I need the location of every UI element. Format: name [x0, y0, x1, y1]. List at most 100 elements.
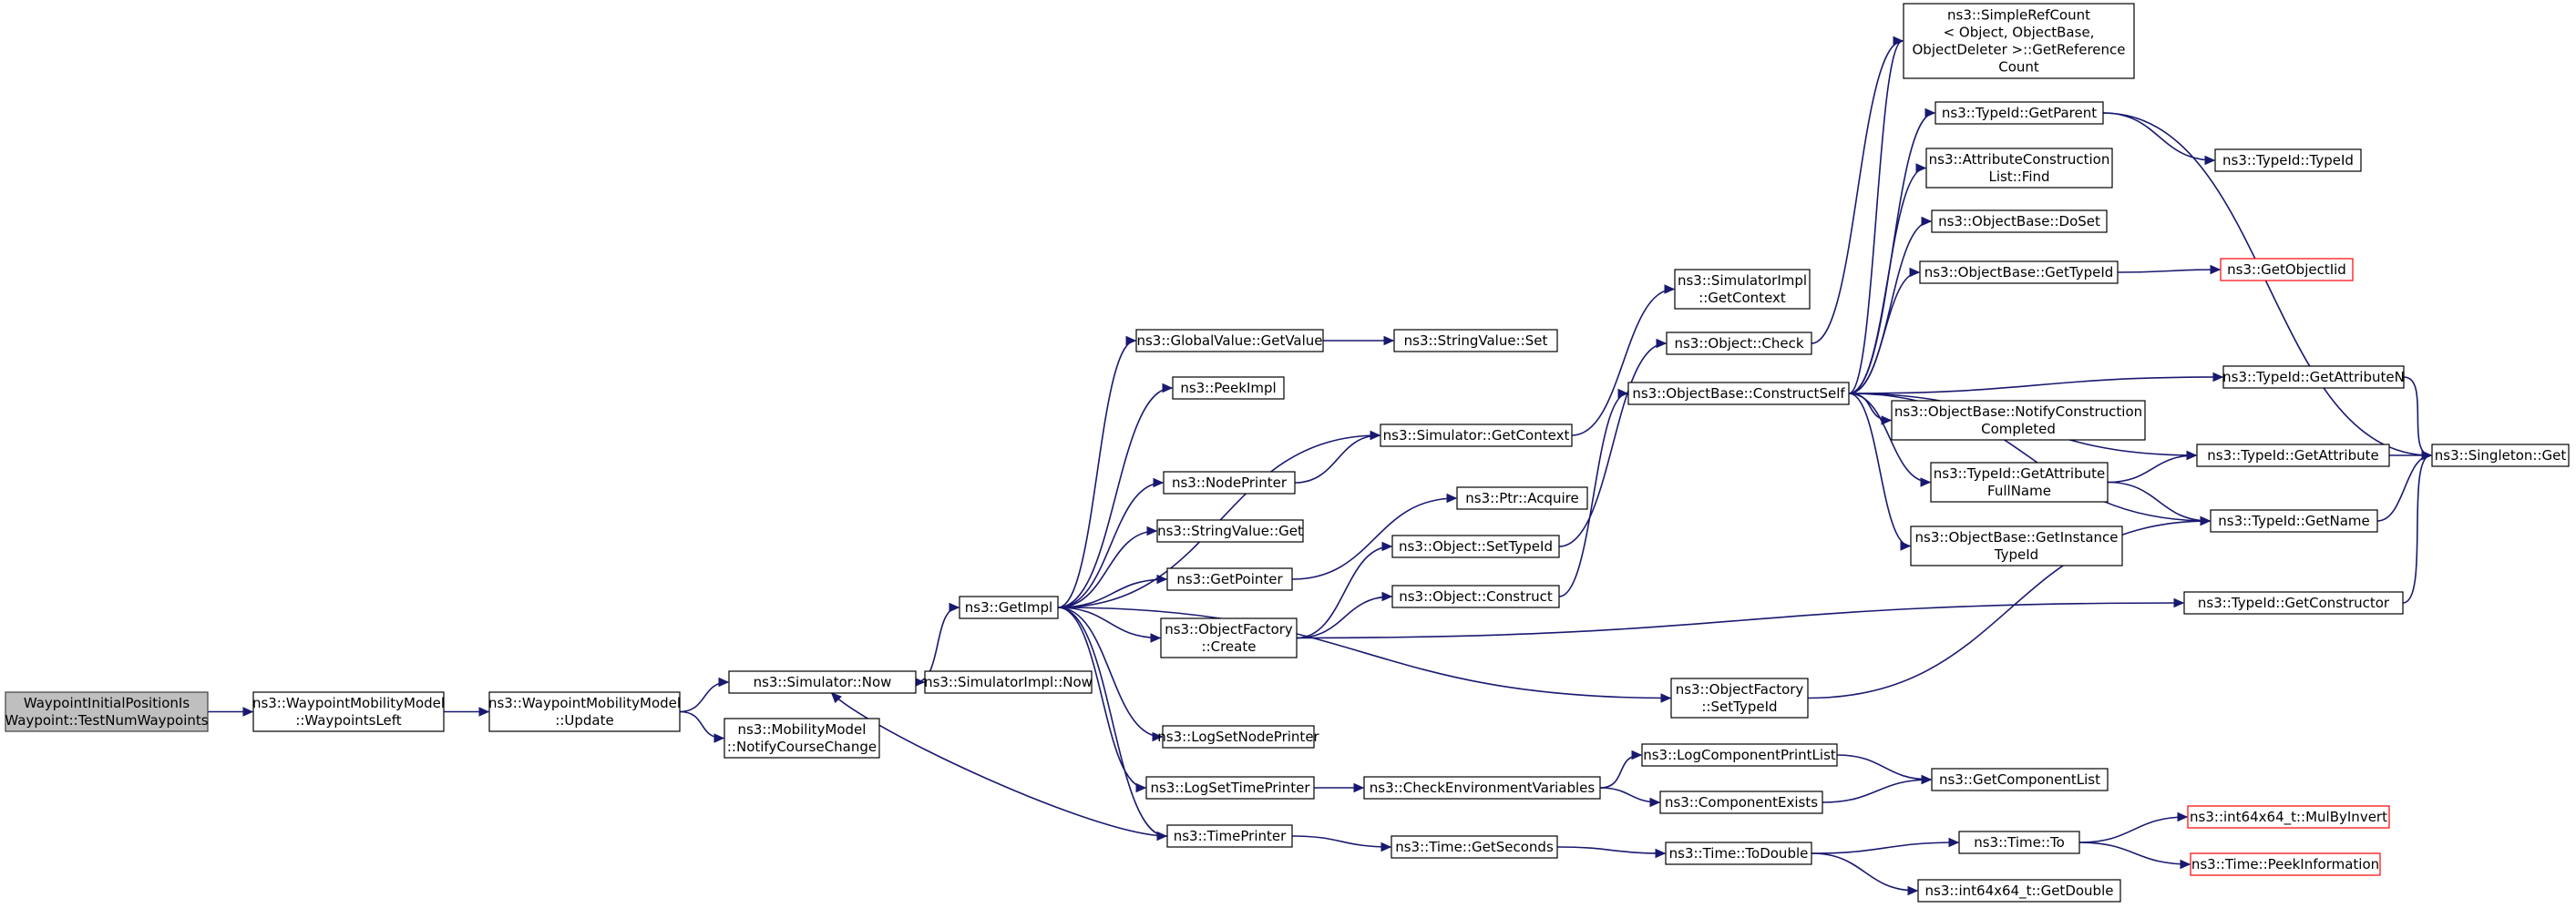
graph-node-simimpl-getctx[interactable]: ns3::SimulatorImpl::GetContext	[1674, 269, 1811, 310]
arrowhead	[1920, 477, 1932, 487]
node-box	[1166, 567, 1293, 591]
node-label: ns3::StringValue::Set	[1404, 332, 1548, 349]
graph-node-of-settypeid[interactable]: ns3::ObjectFactory::SetTypeId	[1670, 678, 1809, 719]
graph-node-mulbyinvert[interactable]: ns3::int64x64_t::MulByInvert	[2187, 805, 2390, 829]
graph-node-sim-now[interactable]: ns3::Simulator::Now	[728, 670, 917, 694]
node-box	[1363, 776, 1601, 800]
graph-node-logsetnode[interactable]: ns3::LogSetNodePrinter	[1157, 725, 1320, 749]
node-label: ns3::SimpleRefCount	[1947, 7, 2090, 24]
graph-node-ob-gettypeid[interactable]: ns3::ObjectBase::GetTypeId	[1919, 260, 2119, 284]
graph-node-getimpl[interactable]: ns3::GetImpl	[959, 596, 1059, 619]
graph-node-tid-getattr[interactable]: ns3::TypeId::GetAttribute	[2196, 444, 2390, 467]
graph-node-time-to[interactable]: ns3::Time::To	[1958, 831, 2080, 854]
call-edge	[1848, 163, 1927, 394]
arrowhead	[1150, 633, 1162, 643]
graph-node-singleton-get[interactable]: ns3::Singleton::Get	[2431, 444, 2570, 467]
call-edge	[1057, 607, 1168, 842]
call-edge	[1848, 36, 1904, 394]
graph-node-logsettime[interactable]: ns3::LogSetTimePrinter	[1145, 776, 1315, 800]
graph-node-tid-getname[interactable]: ns3::TypeId::GetName	[2210, 509, 2378, 533]
node-label: Count	[1998, 59, 2039, 76]
call-edge	[1291, 835, 1392, 852]
arrowhead	[242, 707, 254, 717]
node-box	[1135, 329, 1324, 352]
node-label: ::Update	[555, 712, 613, 729]
graph-node-obj-construct[interactable]: ns3::Object::Construct	[1391, 585, 1560, 608]
call-edge	[1313, 782, 1365, 793]
graph-node-obj-settypeid[interactable]: ns3::Object::SetTypeId	[1391, 535, 1560, 558]
node-label: ns3::TypeId::GetName	[2218, 513, 2369, 529]
call-edge	[1296, 591, 1393, 639]
graph-node-wml-update[interactable]: ns3::WaypointMobilityModel::Update	[488, 691, 681, 732]
node-label: TypeId	[1994, 546, 2038, 563]
node-label: ::Create	[1202, 638, 1257, 655]
graph-node-logcomplist[interactable]: ns3::LogComponentPrintList	[1641, 743, 1838, 767]
graph-node-int64-getdouble[interactable]: ns3::int64x64_t::GetDouble	[1917, 879, 2121, 903]
graph-node-time-todouble[interactable]: ns3::Time::ToDouble	[1665, 842, 1812, 865]
graph-node-getpointer[interactable]: ns3::GetPointer	[1166, 567, 1293, 591]
node-label: ns3::TypeId::GetAttribute	[1934, 465, 2105, 482]
call-edge	[1848, 372, 2224, 394]
graph-node-sim-getctx[interactable]: ns3::Simulator::GetContext	[1380, 423, 1573, 447]
node-label: ::WaypointsLeft	[295, 712, 401, 729]
graph-node-simimpl-now[interactable]: ns3::SimulatorImpl::Now	[924, 670, 1093, 694]
node-label: ns3::Object::Construct	[1399, 588, 1553, 605]
arrowhead	[1383, 335, 1395, 346]
node-label: ns3::TypeId::TypeId	[2222, 152, 2354, 168]
graph-node-tid-getparent[interactable]: ns3::TypeId::GetParent	[1935, 101, 2104, 125]
graph-node-tid-getattrn[interactable]: ns3::TypeId::GetAttributeN	[2222, 365, 2405, 389]
graph-node-root[interactable]: WaypointInitialPositionIsWaypoint::TestN…	[5, 691, 209, 732]
arrowhead	[1135, 782, 1147, 793]
call-edge	[1057, 383, 1174, 608]
graph-node-compexists[interactable]: ns3::ComponentExists	[1659, 791, 1823, 814]
node-box	[1670, 678, 1809, 719]
graph-node-peekinfo[interactable]: ns3::Time::PeekInformation	[2190, 852, 2381, 876]
node-box	[1910, 525, 2123, 566]
arrowhead	[1617, 388, 1629, 399]
node-label: ns3::Object::SetTypeId	[1399, 538, 1553, 555]
graph-node-ob-constructself[interactable]: ns3::ObjectBase::ConstructSelf	[1627, 382, 1850, 405]
graph-node-checkenv[interactable]: ns3::CheckEnvironmentVariables	[1363, 776, 1601, 800]
graph-node-sv-set[interactable]: ns3::StringValue::Set	[1393, 329, 1558, 352]
node-box	[1935, 101, 2104, 125]
graph-node-peekimpl[interactable]: ns3::PeekImpl	[1172, 376, 1285, 400]
call-edge	[1296, 541, 1393, 639]
graph-node-obj-check[interactable]: ns3::Object::Check	[1666, 332, 1812, 355]
node-label: ns3::int64x64_t::MulByInvert	[2190, 809, 2387, 826]
graph-node-timeprinter[interactable]: ns3::TimePrinter	[1166, 824, 1293, 848]
node-label: FullName	[1987, 483, 2051, 499]
graph-node-tid-typeid[interactable]: ns3::TypeId::TypeId	[2214, 148, 2362, 172]
graph-node-simplerefcount[interactable]: ns3::SimpleRefCount< Object, ObjectBase,…	[1903, 3, 2135, 79]
graph-node-sv-get[interactable]: ns3::StringValue::Get	[1156, 519, 1304, 543]
arrowhead	[1152, 731, 1164, 742]
call-edge	[679, 710, 725, 743]
graph-node-of-create[interactable]: ns3::ObjectFactory::Create	[1160, 617, 1298, 658]
graph-node-ptr-acquire[interactable]: ns3::Ptr::Acquire	[1456, 486, 1588, 510]
graph-node-time-getseconds[interactable]: ns3::Time::GetSeconds	[1391, 835, 1558, 859]
graph-node-wml-wleft[interactable]: ns3::WaypointMobilityModel::WaypointsLef…	[252, 691, 445, 732]
graph-node-mm-notify[interactable]: ns3::MobilityModel::NotifyCourseChange	[724, 718, 880, 759]
graph-node-getcomplist[interactable]: ns3::GetComponentList	[1931, 768, 2109, 791]
call-edge	[1558, 338, 1668, 547]
graph-node-tid-getctor[interactable]: ns3::TypeId::GetConstructor	[2183, 591, 2404, 615]
node-box	[1391, 535, 1560, 558]
graph-node-gv-getvalue[interactable]: ns3::GlobalValue::GetValue	[1135, 329, 1324, 352]
graph-node-nodeprinter[interactable]: ns3::NodePrinter	[1163, 471, 1296, 495]
node-label: ::NotifyCourseChange	[727, 739, 877, 755]
arrowhead	[1915, 163, 1927, 173]
node-label: ns3::ObjectBase::GetInstance	[1915, 529, 2119, 546]
node-box	[924, 670, 1093, 694]
node-box	[5, 691, 209, 732]
node-box	[1891, 400, 2146, 441]
node-box	[1917, 879, 2121, 903]
arrowhead	[1649, 797, 1661, 808]
graph-node-ob-notify[interactable]: ns3::ObjectBase::NotifyConstructionCompl…	[1891, 400, 2146, 441]
graph-node-ob-doset[interactable]: ns3::ObjectBase::DoSet	[1931, 209, 2108, 233]
call-edge	[1291, 493, 1458, 580]
call-edge	[1848, 393, 1912, 551]
node-box	[1666, 332, 1812, 355]
graph-node-getobjectiid[interactable]: ns3::GetObjectIid	[2220, 258, 2354, 281]
